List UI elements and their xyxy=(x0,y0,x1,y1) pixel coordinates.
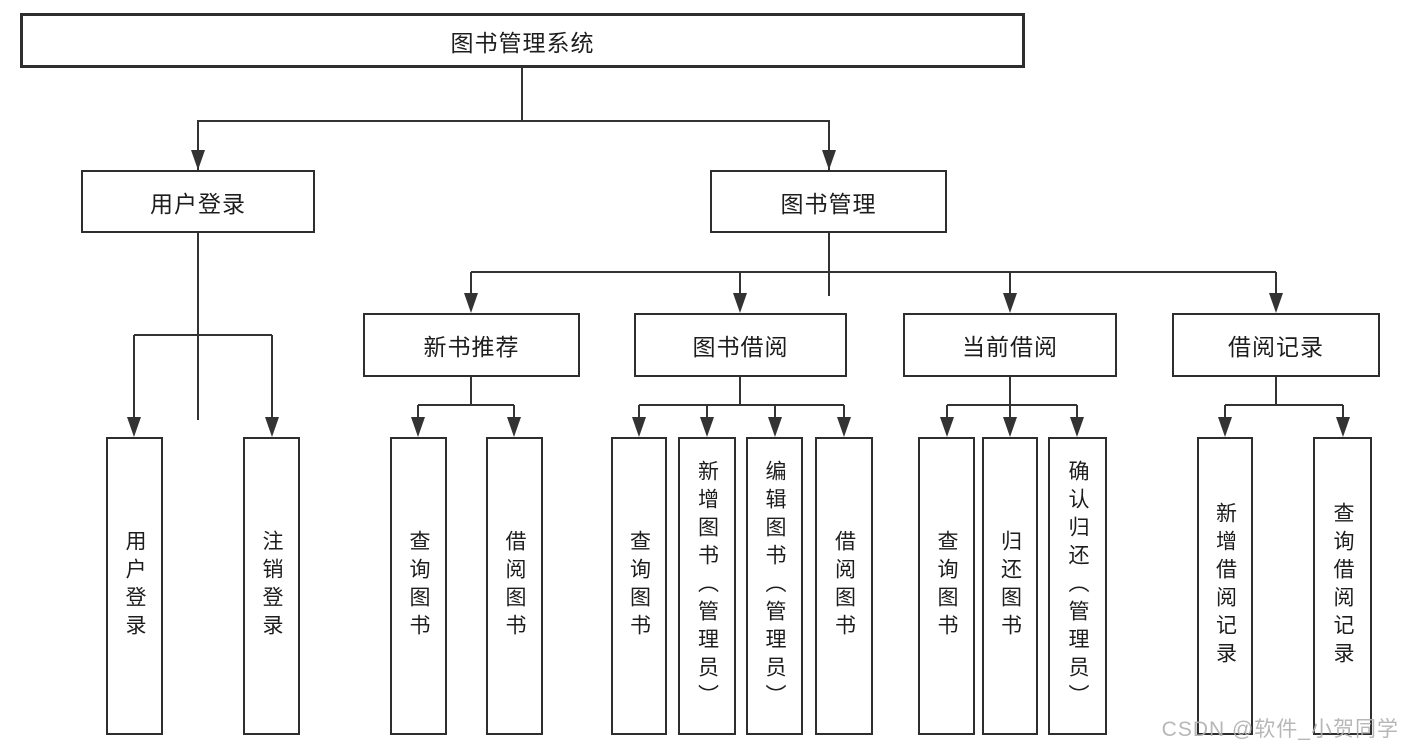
leaf-borrow-books-1: 借阅图书 xyxy=(486,437,543,735)
leaf-query-borrow-record: 查询借阅记录 xyxy=(1313,437,1372,735)
node-label: 图书管理系统 xyxy=(450,29,595,56)
connector-book-management xyxy=(470,233,1277,295)
node-label: 当前借阅 xyxy=(962,334,1058,360)
leaf-label: 归还图书 xyxy=(998,530,1022,642)
leaf-label: 查询图书 xyxy=(627,530,651,642)
leaf-label: 查询借阅记录 xyxy=(1331,502,1354,670)
leaf-label: 新增借阅记录 xyxy=(1213,502,1237,670)
leaf-add-borrow-record: 新增借阅记录 xyxy=(1197,437,1253,735)
watermark: CSDN @软件_小贺同学 xyxy=(1161,718,1399,741)
node-user-login: 用户登录 xyxy=(81,170,315,233)
node-book-borrowing: 图书借阅 xyxy=(634,313,847,377)
leaf-borrow-books-2: 借阅图书 xyxy=(815,437,873,735)
node-current-borrowing: 当前借阅 xyxy=(903,313,1117,377)
arrowheads xyxy=(127,150,1350,437)
node-label: 图书管理 xyxy=(780,190,877,217)
connector-new-book xyxy=(417,377,515,419)
leaf-label: 注销登录 xyxy=(260,530,283,642)
leaf-label: 借阅图书 xyxy=(832,530,856,642)
node-borrowing-records: 借阅记录 xyxy=(1172,313,1380,377)
node-label: 图书借阅 xyxy=(692,334,789,360)
node-book-management: 图书管理 xyxy=(710,170,947,233)
node-library-management-system: 图书管理系统 xyxy=(20,13,1025,68)
leaf-add-books-admin: 新增图书（管理员） xyxy=(678,437,736,735)
leaf-label: 编辑图书（管理员） xyxy=(763,460,786,712)
leaf-query-books-1: 查询图书 xyxy=(390,437,447,735)
node-new-book-recommendation: 新书推荐 xyxy=(363,313,580,377)
connector-user-login xyxy=(133,233,273,419)
leaf-confirm-return-admin: 确认归还（管理员） xyxy=(1048,437,1107,735)
leaf-label: 查询图书 xyxy=(407,530,430,642)
leaf-query-books-2: 查询图书 xyxy=(611,437,667,735)
leaf-query-books-3: 查询图书 xyxy=(918,437,975,735)
node-label: 借阅记录 xyxy=(1228,334,1324,360)
leaf-label: 用户登录 xyxy=(123,530,146,642)
connector-root xyxy=(197,68,830,420)
leaf-logout-login: 注销登录 xyxy=(243,437,300,735)
leaf-label: 新增图书（管理员） xyxy=(695,460,719,712)
leaf-label: 借阅图书 xyxy=(503,530,526,642)
node-label: 新书推荐 xyxy=(423,334,520,360)
leaf-edit-books-admin: 编辑图书（管理员） xyxy=(746,437,803,735)
leaf-label: 查询图书 xyxy=(935,530,958,642)
leaf-label: 确认归还（管理员） xyxy=(1066,460,1089,712)
node-label: 用户登录 xyxy=(150,190,246,217)
connector-borrow-record xyxy=(1224,377,1344,419)
connector-current-borrow xyxy=(946,377,1078,419)
leaf-user-login: 用户登录 xyxy=(106,437,163,735)
leaf-return-books: 归还图书 xyxy=(982,437,1038,735)
connector-book-borrow xyxy=(638,377,845,419)
